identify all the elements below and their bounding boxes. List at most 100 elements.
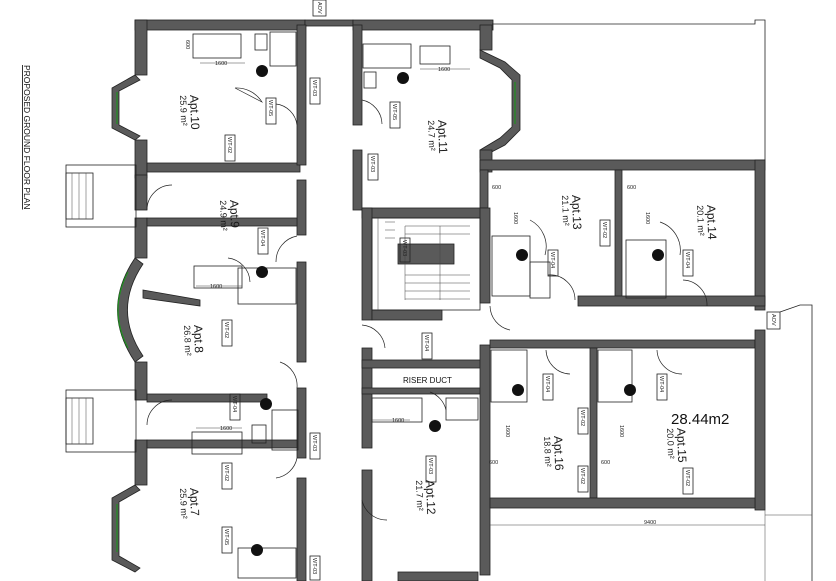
svg-text:WT-03: WT-03 bbox=[311, 80, 317, 96]
apt-8-label: Apt.8 26.8 m² bbox=[182, 325, 206, 356]
extractor-fans bbox=[251, 65, 664, 556]
svg-text:AOV: AOV bbox=[770, 314, 776, 326]
svg-text:Apt.12: Apt.12 bbox=[423, 480, 438, 515]
svg-text:1600: 1600 bbox=[618, 425, 624, 437]
apt-12-label: Apt.12 21.7 m² bbox=[414, 480, 438, 515]
wall-tag: WT-04 bbox=[656, 373, 668, 401]
svg-text:Apt.16: Apt.16 bbox=[551, 436, 566, 471]
wall-tag: WT-05 bbox=[221, 526, 233, 554]
svg-text:Apt.9: Apt.9 bbox=[227, 200, 242, 229]
svg-text:Apt.8: Apt.8 bbox=[191, 325, 206, 354]
svg-text:20.0 m²: 20.0 m² bbox=[665, 428, 676, 459]
svg-text:WT-04: WT-04 bbox=[658, 376, 664, 392]
svg-text:WT-02: WT-02 bbox=[223, 465, 229, 481]
wall-tag: WT-03 bbox=[425, 455, 437, 483]
apt-13-label: Apt.13 21.1 m² bbox=[560, 195, 584, 230]
svg-text:WT-03: WT-03 bbox=[311, 435, 317, 451]
svg-text:WT-04: WT-04 bbox=[544, 376, 550, 392]
svg-text:600: 600 bbox=[601, 460, 610, 466]
apt-9-label: Apt.9 24.9 m² bbox=[218, 200, 242, 231]
wall-tag: WT-02 bbox=[577, 465, 589, 493]
svg-text:Apt.7: Apt.7 bbox=[187, 488, 202, 517]
wall-tag: WT-05 bbox=[265, 97, 277, 125]
dimension-labels: 1600 600 1600 1600 1600 1600 600 600 160… bbox=[184, 40, 650, 466]
svg-text:WT-04: WT-04 bbox=[549, 252, 555, 268]
drawing-title: PROPOSED GROUND FLOOR PLAN bbox=[22, 65, 32, 210]
svg-text:24.9 m²: 24.9 m² bbox=[218, 200, 229, 231]
walls-left-block bbox=[111, 19, 494, 581]
svg-text:WT-02: WT-02 bbox=[601, 222, 607, 238]
svg-text:25.9 m²: 25.9 m² bbox=[178, 488, 189, 519]
wall-tag: WT-02 bbox=[224, 134, 236, 162]
svg-text:1600: 1600 bbox=[220, 426, 232, 432]
svg-text:WT-03: WT-03 bbox=[369, 156, 375, 172]
stair-core bbox=[371, 217, 481, 311]
svg-text:WT-04: WT-04 bbox=[423, 335, 429, 351]
svg-text:AOV: AOV bbox=[316, 2, 322, 14]
svg-text:Apt.11: Apt.11 bbox=[435, 120, 450, 155]
svg-text:Apt.13: Apt.13 bbox=[569, 195, 584, 230]
wall-tag: WT-02 bbox=[682, 467, 694, 495]
aov-right: AOV bbox=[766, 311, 781, 330]
svg-text:1600: 1600 bbox=[512, 212, 518, 224]
svg-text:WT-05: WT-05 bbox=[267, 100, 273, 116]
svg-text:600: 600 bbox=[184, 40, 190, 49]
svg-text:WT-03: WT-03 bbox=[427, 458, 433, 474]
wall-tag: WT-02 bbox=[577, 407, 589, 435]
svg-text:20.1 m²: 20.1 m² bbox=[695, 205, 706, 236]
wall-tag: WT-03 bbox=[367, 153, 379, 181]
external-stairs-upper bbox=[65, 164, 137, 228]
door-swings bbox=[146, 87, 708, 521]
wall-tag: WT-04 bbox=[229, 393, 241, 421]
wall-tag: WT-02 bbox=[221, 319, 233, 347]
wall-tag: WT-03 bbox=[399, 237, 411, 263]
svg-text:WT-02: WT-02 bbox=[684, 470, 690, 486]
svg-text:600: 600 bbox=[492, 185, 501, 191]
svg-text:WT-03: WT-03 bbox=[401, 240, 407, 256]
wall-tag: WT-02 bbox=[221, 462, 233, 490]
apt-11-label: Apt.11 24.7 m² bbox=[426, 120, 450, 155]
svg-text:Apt.15: Apt.15 bbox=[674, 428, 689, 463]
walls-right-block bbox=[352, 24, 766, 581]
wall-tag: WT-05 bbox=[389, 101, 401, 129]
svg-text:WT-05: WT-05 bbox=[391, 104, 397, 120]
wall-tag: WT-04 bbox=[547, 249, 559, 277]
svg-text:1600: 1600 bbox=[392, 418, 404, 424]
wall-tag: WT-04 bbox=[542, 373, 554, 401]
apt-15-measured-area: 28.44m2 bbox=[671, 411, 729, 428]
svg-text:Apt.14: Apt.14 bbox=[704, 205, 719, 240]
svg-text:WT-05: WT-05 bbox=[223, 529, 229, 545]
overall-dimension: 9400 bbox=[644, 520, 656, 526]
svg-text:WT-02: WT-02 bbox=[579, 410, 585, 426]
wall-tag: WT-03 bbox=[309, 555, 321, 581]
apt-15-label: Apt.15 20.0 m² bbox=[665, 428, 689, 463]
apt-16-label: Apt.16 18.8 m² bbox=[542, 436, 566, 471]
svg-text:WT-02: WT-02 bbox=[226, 137, 232, 153]
svg-text:1600: 1600 bbox=[215, 61, 227, 67]
svg-text:21.1 m²: 21.1 m² bbox=[560, 195, 571, 226]
svg-text:WT-02: WT-02 bbox=[223, 322, 229, 338]
wall-tag: WT-03 bbox=[309, 432, 321, 460]
aov-top: AOV bbox=[312, 0, 327, 17]
riser-duct-label: RISER DUCT bbox=[403, 376, 452, 385]
apt-7-label: Apt.7 25.9 m² bbox=[178, 488, 202, 519]
svg-text:WT-04: WT-04 bbox=[231, 396, 237, 412]
svg-text:1600: 1600 bbox=[504, 425, 510, 437]
svg-text:600: 600 bbox=[489, 460, 498, 466]
svg-text:24.7 m²: 24.7 m² bbox=[426, 120, 437, 151]
wall-tag: WT-04 bbox=[421, 332, 433, 360]
apt-10-label: Apt.10 25.9 m² bbox=[178, 95, 202, 130]
wall-tag: WT-04 bbox=[682, 249, 694, 277]
svg-text:21.7 m²: 21.7 m² bbox=[414, 480, 425, 511]
svg-text:WT-04: WT-04 bbox=[259, 230, 265, 246]
svg-text:25.9 m²: 25.9 m² bbox=[178, 95, 189, 126]
svg-text:1600: 1600 bbox=[644, 212, 650, 224]
apt-14-label: Apt.14 20.1 m² bbox=[695, 205, 719, 240]
svg-text:18.8 m²: 18.8 m² bbox=[542, 436, 553, 467]
site-boundary bbox=[490, 19, 813, 581]
svg-text:1600: 1600 bbox=[438, 67, 450, 73]
svg-text:WT-03: WT-03 bbox=[311, 558, 317, 574]
wall-tag: WT-03 bbox=[309, 77, 321, 105]
wall-tags: WT-03 WT-05 WT-02 WT-05 WT-03 WT-04 WT-0… bbox=[221, 77, 694, 581]
